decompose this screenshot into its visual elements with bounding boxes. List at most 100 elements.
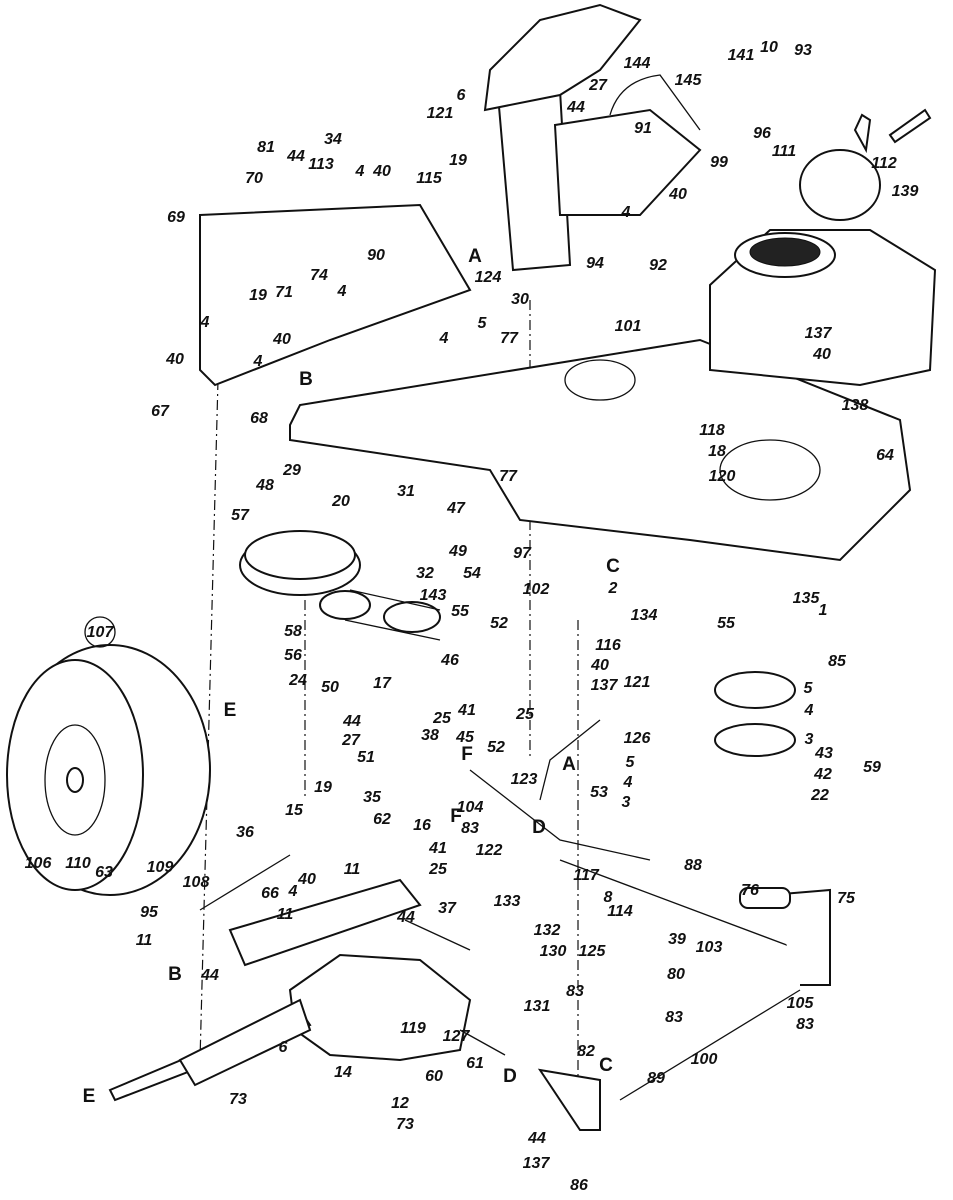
- part-number-label: 114: [607, 903, 633, 920]
- pulley-56: [319, 590, 371, 620]
- part-number-label: 113: [308, 156, 334, 173]
- part-number-label: 83: [796, 1016, 814, 1033]
- part-number-label: 64: [876, 447, 894, 464]
- connection-letter: B: [299, 369, 313, 390]
- part-number-label: 6: [279, 1039, 288, 1056]
- part-number-label: 118: [699, 422, 725, 439]
- throttle-bracket: [553, 108, 702, 216]
- part-number-label: 102: [523, 581, 550, 598]
- part-number-label: 134: [631, 607, 658, 624]
- part-number-label: 6: [457, 87, 466, 104]
- part-number-label: 133: [494, 893, 521, 910]
- part-number-label: 22: [810, 787, 829, 804]
- part-number-label: 70: [245, 170, 263, 187]
- alignment-line: [199, 379, 219, 1061]
- part-number-label: 40: [812, 346, 831, 363]
- large-pulley-face: [244, 530, 356, 580]
- part-number-label: 56: [284, 647, 302, 664]
- part-number-label: 73: [229, 1091, 247, 1108]
- part-number-label: 80: [667, 966, 685, 983]
- part-number-label: 60: [425, 1068, 443, 1085]
- part-number-label: 48: [255, 477, 274, 494]
- part-number-label: 44: [527, 1130, 546, 1147]
- part-number-label: 137: [523, 1155, 551, 1172]
- part-number-label: 137: [591, 677, 619, 694]
- part-number-label: 94: [586, 255, 604, 272]
- part-number-label: 4: [200, 314, 210, 331]
- part-number-label: 40: [272, 331, 291, 348]
- part-number-label: 83: [461, 820, 479, 837]
- bracket-82: [537, 1068, 601, 1131]
- part-number-label: 68: [250, 410, 268, 427]
- part-number-label: 25: [432, 710, 452, 727]
- dashboard-top: [483, 3, 642, 112]
- part-number-label: 135: [793, 590, 821, 607]
- part-number-label: 37: [438, 900, 457, 917]
- part-number-label: 35: [363, 789, 382, 806]
- part-number-label: 16: [413, 817, 431, 834]
- part-number-label: 109: [147, 859, 174, 876]
- part-number-label: 49: [448, 543, 467, 560]
- part-number-label: 83: [665, 1009, 683, 1026]
- part-number-label: 17: [373, 675, 392, 692]
- part-number-label: 1: [819, 602, 828, 619]
- spring-37: [404, 919, 471, 951]
- engine-shaft-hole: [719, 439, 821, 501]
- part-number-label: 145: [675, 72, 703, 89]
- part-number-label: 5: [804, 680, 814, 697]
- part-number-label: 130: [540, 943, 567, 960]
- part-number-label: 4: [804, 702, 814, 719]
- part-number-label: 82: [577, 1043, 595, 1060]
- part-number-label: 29: [282, 462, 301, 479]
- part-number-label: 99: [710, 154, 728, 171]
- part-number-label: 58: [284, 623, 302, 640]
- part-number-label: 30: [511, 291, 529, 308]
- part-number-label: 111: [772, 143, 796, 160]
- part-number-label: 4: [439, 330, 449, 347]
- part-number-label: 32: [416, 565, 434, 582]
- part-number-label: 62: [373, 811, 391, 828]
- part-number-label: 52: [487, 739, 505, 756]
- part-number-label: 27: [588, 77, 608, 94]
- part-number-label: 19: [449, 152, 467, 169]
- part-number-label: 117: [573, 867, 600, 884]
- part-number-label: 138: [842, 397, 869, 414]
- connection-letter: A: [468, 246, 482, 267]
- connection-letter: A: [562, 754, 576, 775]
- part-number-label: 89: [647, 1070, 665, 1087]
- part-number-label: 93: [794, 42, 812, 59]
- part-number-label: 3: [805, 731, 814, 748]
- part-number-label: 125: [579, 943, 607, 960]
- wheel-hub: [66, 767, 84, 793]
- part-number-label: 47: [446, 500, 466, 517]
- part-number-label: 11: [344, 861, 361, 878]
- wheel-rim: [44, 724, 106, 836]
- rod-126: [539, 719, 601, 801]
- air-filter-grid: [749, 237, 821, 267]
- part-number-label: 121: [624, 674, 651, 691]
- part-number-label: 139: [892, 183, 919, 200]
- part-number-label: 71: [275, 284, 293, 301]
- bracket-66: [228, 878, 422, 967]
- part-number-label: 40: [297, 871, 316, 888]
- part-number-label: 54: [463, 565, 481, 582]
- part-number-label: 122: [476, 842, 503, 859]
- muffler: [799, 149, 881, 221]
- part-number-label: 44: [396, 909, 415, 926]
- part-number-label: 100: [691, 1051, 718, 1068]
- rod-88: [559, 859, 801, 951]
- part-number-label: 20: [331, 493, 350, 510]
- part-number-label: 57: [231, 507, 250, 524]
- part-number-label: 11: [277, 906, 294, 923]
- part-number-label: 36: [236, 824, 254, 841]
- part-number-label: 53: [590, 784, 608, 801]
- connection-letter: D: [532, 817, 546, 838]
- part-number-label: 73: [396, 1116, 414, 1133]
- connection-letter: E: [83, 1086, 96, 1107]
- part-number-label: 19: [314, 779, 332, 796]
- part-number-label: 90: [367, 247, 385, 264]
- pedal-75: [769, 888, 831, 986]
- part-number-label: 40: [372, 163, 391, 180]
- part-number-label: 88: [684, 857, 702, 874]
